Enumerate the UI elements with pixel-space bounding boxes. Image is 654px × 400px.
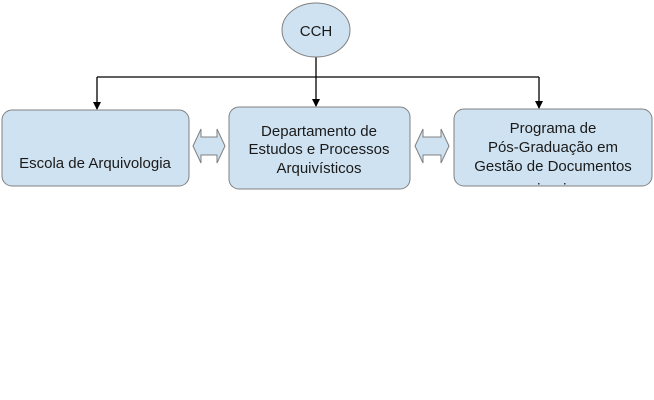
node-cch-label: CCH <box>300 23 333 40</box>
node-center-line: Departamento de <box>261 123 377 140</box>
node-right-line: Programa de <box>510 120 597 137</box>
node-escola-arquivologia: Escola de Arquivologia <box>1 109 190 187</box>
double-arrow-right <box>414 128 450 164</box>
node-departamento: Departamento de Estudos e Processos Arqu… <box>228 106 411 190</box>
node-center-line: Estudos e Processos <box>249 141 390 158</box>
node-programa-pos: Programa de Pós-Graduação em Gestão de D… <box>453 108 653 187</box>
node-cch: CCH <box>281 2 351 58</box>
node-center-line: Arquivísticos <box>276 160 361 177</box>
node-right-line: Pós-Graduação em <box>488 139 618 156</box>
node-left-line: Escola de Arquivologia <box>19 155 171 172</box>
connector-lines <box>93 57 543 110</box>
double-arrow-left <box>192 128 226 164</box>
node-right-line: Gestão de Documentos <box>474 158 632 175</box>
